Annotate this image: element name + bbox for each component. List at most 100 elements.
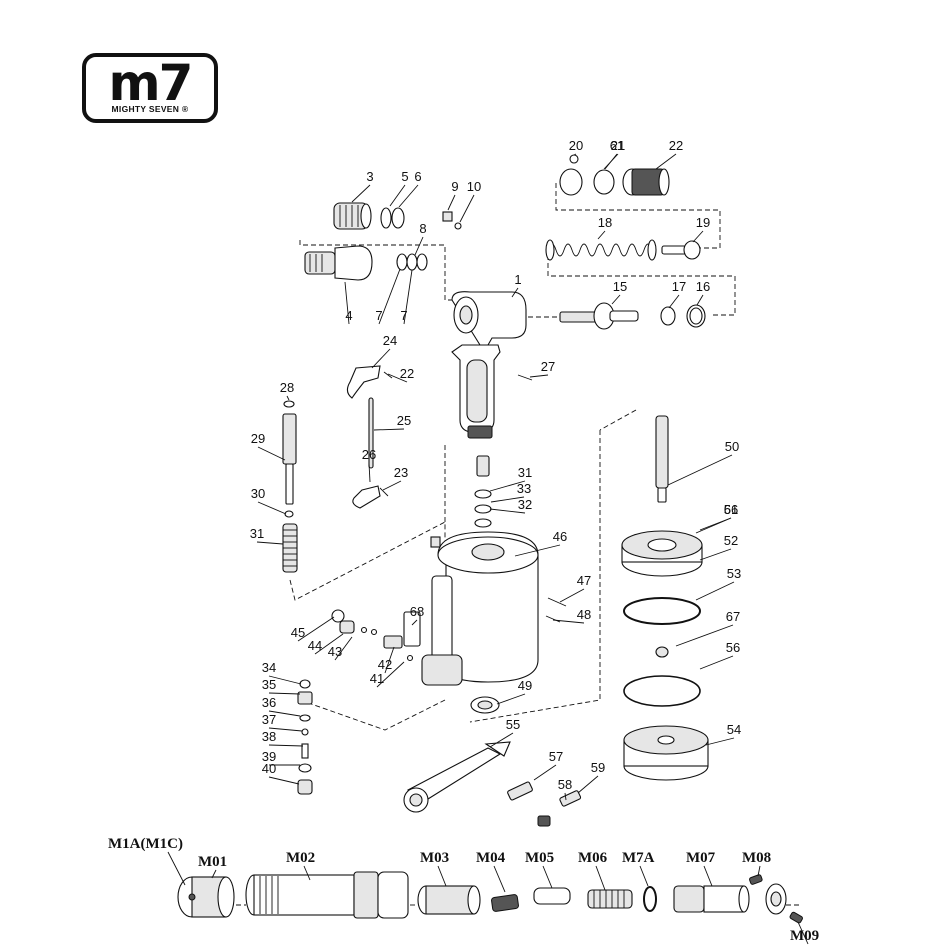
callout-label: 4 (345, 308, 352, 323)
leader-line (448, 195, 455, 210)
callout-label: 59 (591, 760, 605, 775)
accessory-leader-line (494, 866, 505, 892)
part-46-47-pins (546, 598, 566, 622)
leader-line (706, 738, 734, 745)
callout-label: 6 (414, 169, 421, 184)
part-m07-adapter (674, 886, 749, 912)
leader-line (372, 349, 390, 368)
part-52-wrench (404, 742, 510, 812)
leader-line (560, 589, 584, 602)
callout-label: 47 (577, 573, 591, 588)
leader-line (287, 396, 289, 400)
callout-label: 43 (328, 644, 342, 659)
callout-label: 32 (518, 497, 532, 512)
callout-label: 26 (362, 447, 376, 462)
callout-label: 28 (280, 380, 294, 395)
part-20-57-21-filter-set (560, 155, 669, 195)
leader-line (693, 231, 703, 242)
callout-label: 42 (378, 657, 392, 672)
part-m01-nosepiece (178, 877, 234, 917)
leader-line (700, 518, 731, 530)
part-m08-m09-screws-disc (749, 874, 803, 923)
callout-label: 27 (541, 359, 555, 374)
callout-label: 41 (370, 671, 384, 686)
part-33-39-valve-stack (298, 680, 312, 794)
callout-label: 16 (696, 279, 710, 294)
leader-line (700, 549, 731, 560)
callout-label: 18 (598, 215, 612, 230)
callout-label: 22 (400, 366, 414, 381)
callout-label: 45 (291, 625, 305, 640)
leader-line (497, 694, 525, 704)
callout-label: 1 (514, 272, 521, 287)
callout-label: 7 (400, 308, 407, 323)
callout-label: 31 (518, 465, 532, 480)
callout-label: 10 (467, 179, 481, 194)
leader-line (269, 693, 300, 694)
accessory-label: M1A(M1C) (108, 836, 183, 852)
part-m04-jaws (491, 894, 519, 911)
callout-label: 61 (610, 138, 624, 153)
part-m02-barrel (246, 872, 408, 918)
callout-label: 40 (262, 761, 276, 776)
accessory-label: M04 (476, 850, 506, 866)
part-27-to-30-stem-assembly (283, 401, 297, 572)
callout-label: 67 (726, 609, 740, 624)
part-68-31-32-valve-stack (475, 456, 491, 527)
callout-label: 33 (517, 481, 531, 496)
leader-line (578, 776, 598, 793)
callout-label: 8 (419, 221, 426, 236)
accessory-leader-line (704, 866, 712, 886)
callout-label: 24 (383, 333, 397, 348)
callout-label: 23 (394, 465, 408, 480)
part-67-screw (431, 537, 440, 547)
part-7-8-seal-rings (397, 254, 427, 270)
callout-label: 49 (518, 678, 532, 693)
leader-line (460, 195, 474, 222)
callout-label: 44 (308, 638, 322, 653)
callout-label: 3 (366, 169, 373, 184)
leader-line (697, 295, 703, 305)
leader-line (668, 455, 732, 485)
callout-label: 46 (553, 529, 567, 544)
accessory-label: M7A (622, 850, 655, 866)
part-26-pin (518, 375, 532, 380)
accessory-label: M08 (742, 850, 771, 866)
callout-label: 53 (727, 566, 741, 581)
part-40-44-side-valve (332, 610, 420, 661)
accessory-label: M06 (578, 850, 608, 866)
part-16-17-rings (661, 305, 705, 327)
part-48-nut (471, 697, 499, 713)
leader-line (383, 481, 401, 490)
part-49-shaft (656, 416, 668, 502)
part-15-valve-stem (560, 303, 638, 329)
part-51-housing (624, 726, 708, 780)
callout-label: 55 (506, 717, 520, 732)
accessory-leader-line (543, 866, 552, 888)
callout-label: 31 (250, 526, 264, 541)
callout-label: 35 (262, 677, 276, 692)
callout-label: 17 (672, 279, 686, 294)
accessory-label: M09 (790, 928, 819, 944)
leader-line (258, 447, 285, 460)
accessory-label: M02 (286, 850, 315, 866)
leader-line (258, 502, 286, 514)
leader-line (696, 582, 734, 600)
part-22-pins (380, 372, 392, 496)
callout-label: 7 (375, 308, 382, 323)
part-19-plunger (662, 241, 700, 259)
callout-label: 56 (726, 640, 740, 655)
callout-label: 9 (451, 179, 458, 194)
callout-label: 29 (251, 431, 265, 446)
callout-label: 50 (725, 439, 739, 454)
part-m06-spring (588, 890, 632, 908)
part-25-link (353, 486, 380, 508)
accessory-leader-line (596, 866, 605, 890)
part-50-ring (624, 598, 700, 624)
accessory-leader-line (640, 866, 648, 886)
callout-label: 34 (262, 660, 276, 675)
callout-label: 57 (549, 749, 563, 764)
part-53-gasket (624, 676, 700, 706)
callout-label: 58 (558, 777, 572, 792)
